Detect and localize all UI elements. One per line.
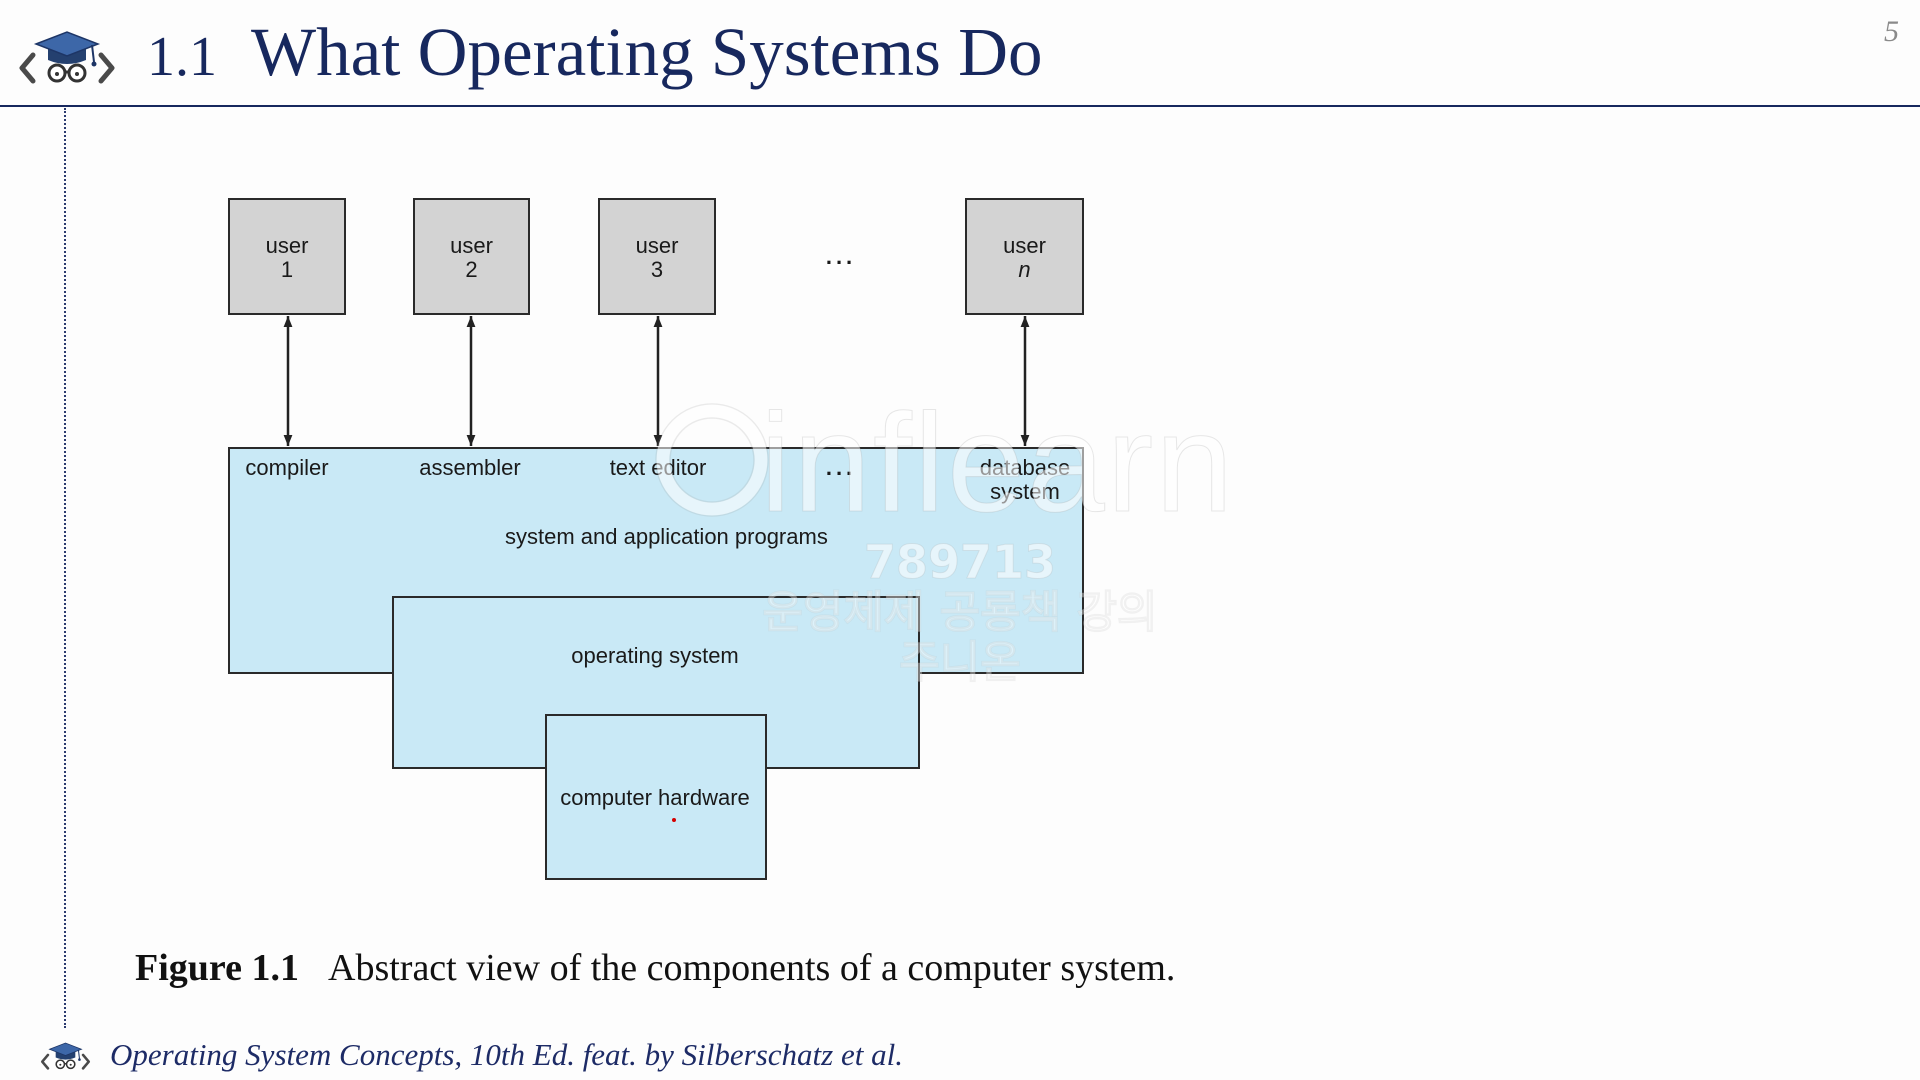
user-label: user [1003, 233, 1046, 258]
footer-logo-icon [40, 1041, 91, 1072]
figure-caption: Abstract view of the components of a com… [328, 947, 1176, 989]
programs-ellipsis: ... [825, 455, 857, 480]
user-box-n: user n [965, 198, 1084, 315]
user-box-3-text: user 3 [600, 234, 714, 282]
program-database-system: database system [875, 456, 1175, 504]
program-compiler: compiler [245, 455, 329, 480]
slide-title: What Operating Systems Do [251, 14, 1043, 90]
os-layer-label: operating system [571, 643, 739, 668]
user-number: 2 [465, 257, 478, 282]
pointer-dot [672, 818, 676, 822]
user-number: 1 [280, 257, 294, 282]
program-database-line1: database [979, 455, 1071, 480]
hardware-layer-box [545, 714, 767, 880]
user-label: user [265, 233, 309, 258]
program-database-line2: system [990, 479, 1060, 504]
users-ellipsis: ... [825, 244, 857, 269]
user-box-1-text: user 1 [230, 234, 344, 282]
hardware-layer-label: computer hardware [560, 785, 750, 810]
section-number: 1.1 [147, 26, 217, 88]
user-label: user [635, 233, 679, 258]
program-assembler: assembler [419, 455, 521, 480]
margin-dotted-line [64, 108, 66, 1028]
user-box-1: user 1 [228, 198, 346, 315]
user-box-3: user 3 [598, 198, 716, 315]
page-number: 5 [1884, 15, 1899, 48]
figure-label: Figure 1.1 [135, 947, 299, 989]
programs-layer-label: system and application programs [505, 524, 828, 549]
user-number: 3 [650, 257, 664, 282]
user-number: n [1018, 257, 1031, 282]
header-logo-icon [18, 28, 116, 88]
user-box-2: user 2 [413, 198, 530, 315]
footer-citation: Operating System Concepts, 10th Ed. feat… [110, 1037, 903, 1072]
user-box-2-text: user 2 [415, 234, 528, 282]
header-rule [0, 105, 1920, 107]
user-label: user [450, 233, 493, 258]
user-box-n-text: user n [967, 234, 1082, 282]
